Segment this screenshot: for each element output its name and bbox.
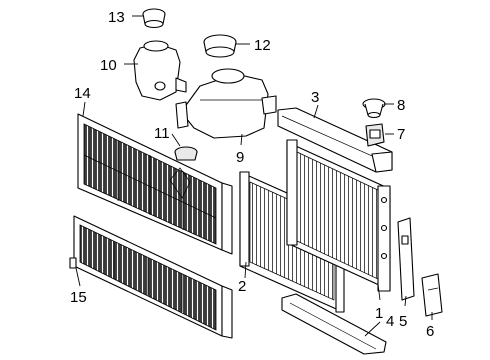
callout-11: 11 — [154, 125, 170, 142]
callout-4: 4 — [386, 313, 394, 330]
callout-8: 8 — [397, 97, 405, 114]
callout-13: 13 — [108, 9, 125, 26]
radiator — [286, 139, 391, 292]
callout-15: 15 — [70, 289, 87, 306]
lower-air-duct — [281, 293, 387, 355]
callouts: 1 2 3 4 5 6 7 8 9 10 11 12 13 14 15 — [70, 9, 434, 340]
side-air-guide — [397, 217, 415, 301]
callout-5: 5 — [399, 313, 407, 330]
callout-10: 10 — [100, 57, 117, 74]
callout-12: 12 — [254, 37, 271, 54]
callout-7: 7 — [397, 126, 405, 143]
reservoir-cap — [142, 8, 166, 29]
expansion-reservoir — [133, 40, 187, 101]
upper-air-duct — [277, 107, 393, 173]
expansion-tank — [175, 68, 277, 139]
tank-cap — [203, 34, 237, 58]
seal — [174, 146, 198, 161]
grommet — [362, 98, 386, 119]
callout-9: 9 — [236, 149, 244, 166]
bracket — [421, 273, 443, 317]
upper-air-guide-grille — [77, 113, 233, 255]
lower-air-guide-grille — [69, 215, 233, 339]
callout-14: 14 — [74, 85, 91, 102]
callout-6: 6 — [426, 323, 434, 340]
callout-1: 1 — [375, 305, 383, 322]
callout-2: 2 — [238, 278, 246, 295]
callout-3: 3 — [311, 89, 319, 106]
mount — [365, 123, 385, 147]
leader-lines — [75, 15, 433, 337]
